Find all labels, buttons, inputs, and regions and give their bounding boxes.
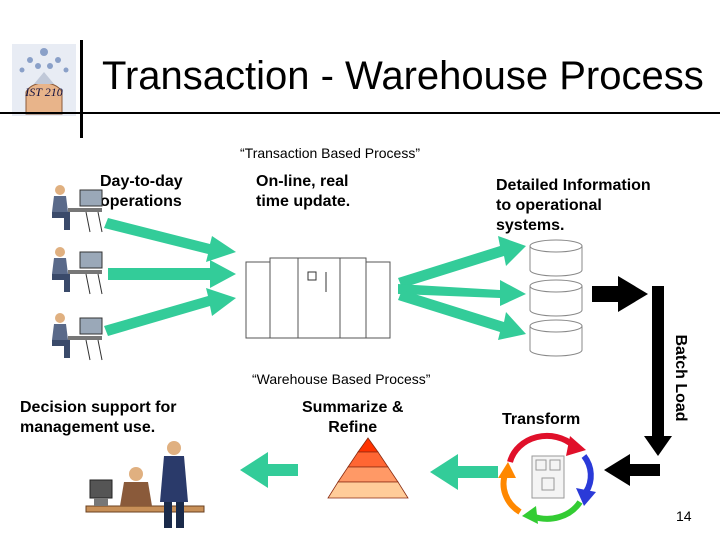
- batch-load-label-wrap: Batch Load: [666, 328, 689, 428]
- pyramid-level: [327, 481, 409, 499]
- online-update-label: On-line, real time update.: [256, 173, 351, 210]
- pyramid-level: [337, 466, 399, 483]
- logo-text: IST 210: [24, 85, 62, 99]
- logo-image: IST 210: [12, 44, 76, 116]
- cycle-arrow: [530, 500, 583, 522]
- database-cylinder-icon: [529, 319, 583, 357]
- transaction-section-label: “Transaction Based Process”: [240, 145, 420, 161]
- arrow-to-mainframe: [108, 260, 236, 288]
- summary-pyramid: [327, 437, 409, 499]
- arrow-to-mainframe: [104, 288, 236, 336]
- cycle-arrow: [581, 454, 594, 494]
- day-to-day-label: Day-to-day operations: [100, 173, 183, 210]
- slide-title: Transaction - Warehouse Process: [102, 54, 704, 98]
- arrow-to-management: [240, 452, 298, 488]
- standing-manager-figure: [160, 441, 188, 528]
- operator-figure: [52, 313, 103, 361]
- arrow-to-batch-load: [592, 276, 648, 312]
- pyramid-level: [347, 451, 389, 468]
- database-cylinder-icon: [529, 279, 583, 317]
- batch-load-bar: [652, 286, 664, 440]
- summarize-refine-label: Summarize & Refine: [302, 399, 404, 436]
- arrow-to-mainframe: [104, 218, 236, 262]
- cycle-arrow: [507, 432, 577, 463]
- batch-load-label: Batch Load: [672, 334, 689, 422]
- title-vertical-rule: [80, 40, 83, 138]
- warehouse-section-label: “Warehouse Based Process”: [252, 371, 431, 387]
- arrow-to-operational: [398, 236, 526, 288]
- operational-databases: [529, 239, 583, 357]
- title-horizontal-rule: [0, 112, 720, 114]
- transform-cycle: [498, 432, 596, 524]
- arrow-to-operational: [398, 280, 526, 306]
- transform-label: Transform: [502, 411, 581, 428]
- operator-figure: [52, 185, 103, 233]
- decision-support-label: Decision support for management use.: [20, 399, 177, 436]
- course-logo: IST 210: [8, 40, 80, 120]
- desk: [85, 505, 205, 513]
- pyramid-level: [357, 437, 379, 453]
- detailed-info-label: Detailed Information to operational syst…: [496, 177, 651, 234]
- page-number: 14: [676, 508, 692, 524]
- arrow-to-transform: [604, 454, 660, 486]
- batch-load-arrowhead: [644, 436, 672, 456]
- transform-data-icon: [531, 455, 565, 499]
- operator-figure: [52, 247, 103, 295]
- operators-group: [52, 185, 103, 361]
- management-figures: [85, 441, 205, 528]
- arrow-to-operational: [398, 290, 526, 340]
- arrow-to-pyramid: [430, 454, 498, 490]
- database-cylinder-icon: [529, 239, 583, 277]
- seated-manager-figure: [89, 467, 152, 506]
- mainframe-computer: [245, 257, 391, 339]
